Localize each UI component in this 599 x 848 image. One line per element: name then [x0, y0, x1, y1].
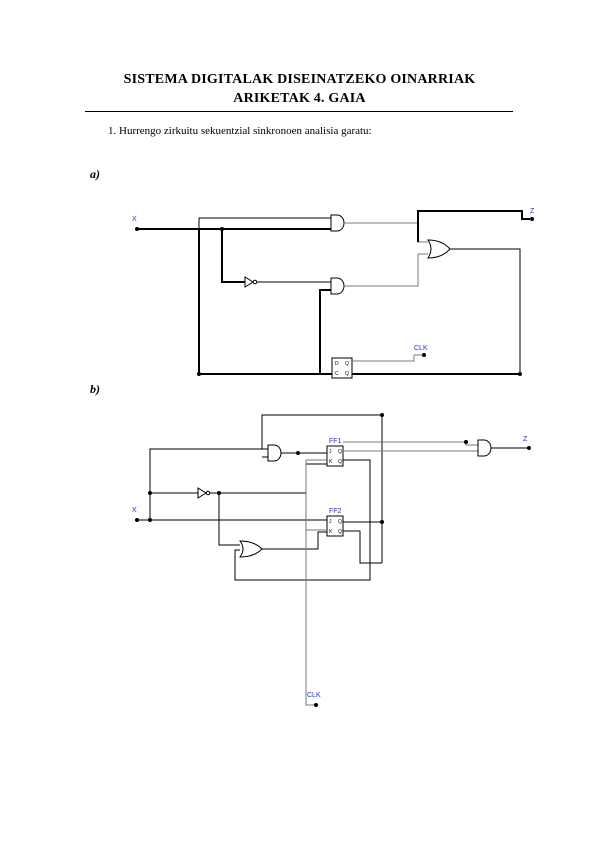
circuit-b-wire-to-or [218, 493, 240, 546]
and-gate-icon [477, 439, 492, 457]
svg-text:Q: Q [338, 519, 342, 525]
circuit-a-wire-and2-or [344, 253, 428, 287]
circuit-a-wire-not-input [221, 229, 245, 283]
not-gate-icon [244, 276, 254, 288]
circuit-a-wire-loop [198, 217, 331, 229]
circuit-a: X Z D Q C Q CLK [132, 208, 535, 379]
circuit-a-input-label: X [132, 216, 137, 223]
circuit-b-ff2-label: FF2 [329, 508, 342, 515]
part-b-label: b) [90, 382, 100, 396]
circuit-a-wire-and1-or [344, 222, 428, 243]
circuit-b-wire-to-and1 [149, 448, 262, 520]
circuit-b-wire-ff2-qn [343, 530, 382, 564]
svg-text:K: K [329, 459, 333, 465]
and-gate-icon [330, 214, 345, 232]
circuit-a-wire-and2-lower [319, 289, 331, 374]
circuit-b-wire-clock [305, 460, 316, 706]
svg-text:J: J [329, 519, 332, 525]
circuit-b-clock-label: CLK [307, 692, 321, 699]
circuit-b-wire-or-ff2 [262, 531, 327, 550]
svg-text:Q: Q [338, 529, 342, 535]
flip-flop-icon [326, 515, 344, 537]
circuit-b-wire-ff1-feedback [234, 459, 371, 581]
svg-text:K: K [329, 529, 333, 535]
svg-text:Q: Q [338, 449, 342, 455]
circuit-a-wire-output [417, 210, 530, 242]
circuit-b: X FF1 J Q K Q Z [132, 413, 531, 707]
circuit-a-clock-label: CLK [414, 345, 428, 352]
svg-text:Q: Q [345, 371, 349, 377]
title-divider [85, 111, 513, 112]
flip-flop-icon [331, 357, 353, 379]
or-gate-icon [427, 239, 451, 259]
part-a-label: a) [90, 167, 100, 181]
svg-text:Q: Q [345, 361, 349, 367]
svg-text:C: C [335, 371, 339, 377]
circuit-b-output-label: Z [523, 436, 528, 443]
circuit-b-wire-ff1-q [343, 441, 478, 446]
exercise-statement: 1. Hurrengo zirkuitu sekuentzial sinkron… [108, 125, 372, 137]
circuit-b-wire-not-out [210, 463, 327, 494]
and-gate-icon [267, 444, 282, 462]
svg-text:D: D [335, 361, 339, 367]
page-title-line1: SISTEMA DIGITALAK DISEINATZEKO OINARRIAK [123, 72, 476, 87]
or-gate-icon [239, 540, 263, 558]
svg-text:Q: Q [338, 459, 342, 465]
svg-text:J: J [329, 449, 332, 455]
circuit-a-output-label: Z [530, 208, 535, 215]
page-title-line2: ARIKETAK 4. GAIA [233, 91, 366, 106]
not-gate-icon [197, 487, 207, 499]
circuit-b-input-label: X [132, 507, 137, 514]
circuit-b-wire-top-loop [261, 414, 383, 563]
circuit-a-wire-feedback [450, 248, 521, 374]
circuit-a-wire-clock [352, 354, 424, 362]
flip-flop-icon [326, 445, 344, 467]
circuit-b-ff1-label: FF1 [329, 438, 342, 445]
and-gate-icon [330, 277, 345, 295]
